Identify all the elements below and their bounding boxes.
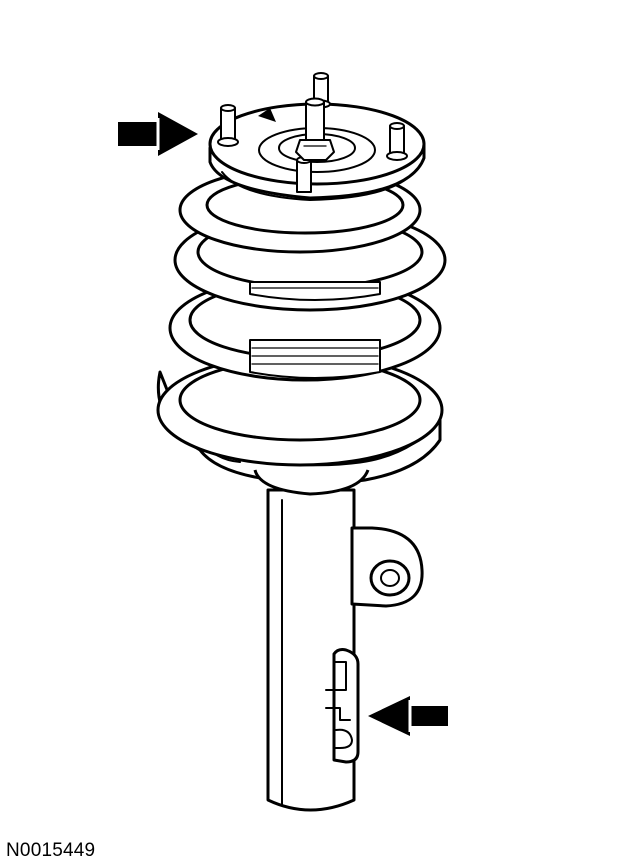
upper-mount (208, 102, 426, 201)
coil-spring (156, 166, 447, 467)
pointer-arrow-upper-mount (118, 112, 198, 156)
mount-stud-left (217, 104, 239, 147)
mount-stud-front (296, 156, 312, 193)
figure-id-label: N0015449 (6, 840, 96, 861)
mount-stud-right (386, 122, 408, 161)
piston-rod-nut (295, 97, 335, 161)
pointer-arrow-hose-clip (368, 696, 448, 736)
mounting-bolt-hole (369, 559, 411, 597)
brake-hose-clip (325, 648, 360, 764)
piston-rod-section (249, 281, 381, 379)
pointer-arrow-small-top (258, 108, 276, 122)
